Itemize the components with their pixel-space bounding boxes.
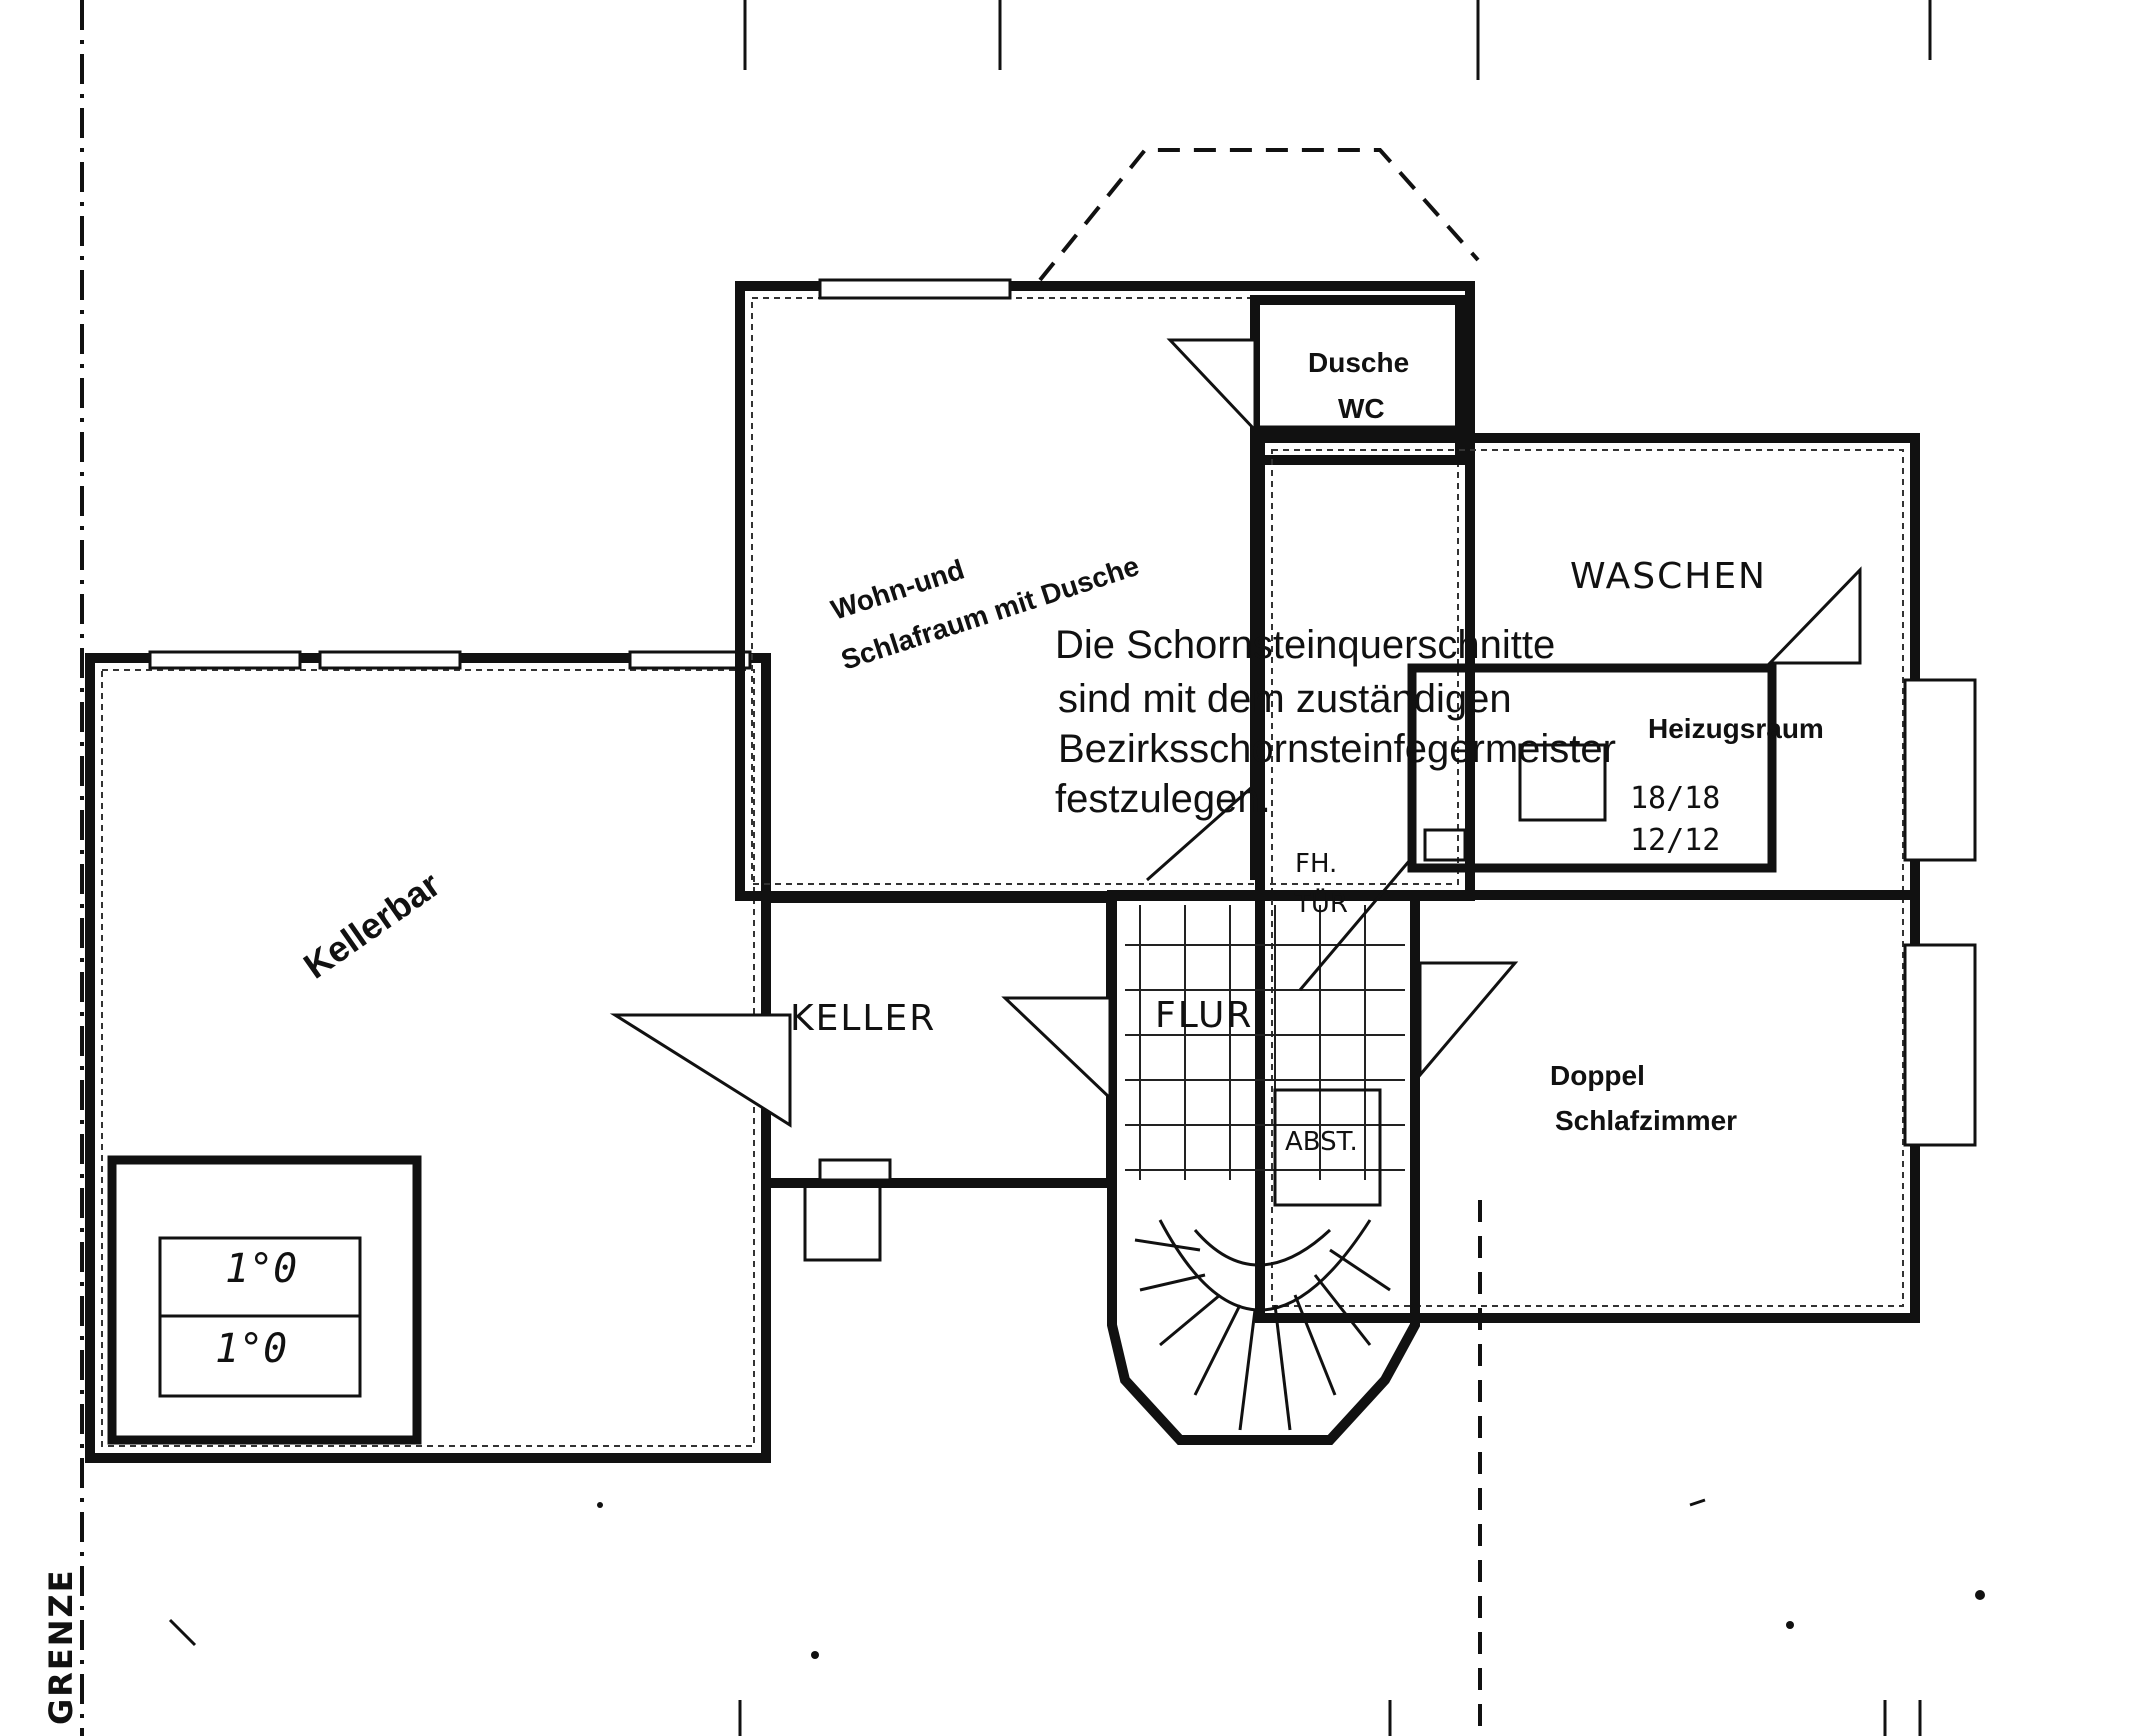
chimney-note: Die Schornsteinquerschnitte sind mit dem… — [1055, 623, 1616, 821]
spiral-stair — [1134, 1219, 1391, 1431]
label-tuer: TÜR — [1294, 887, 1348, 919]
label-heizung: Heizugsraum — [1648, 713, 1824, 744]
label-wc: WC — [1338, 393, 1385, 424]
label-grenze: GRENZE — [42, 1568, 80, 1725]
chimney-note-line1: Die Schornsteinquerschnitte — [1055, 623, 1555, 667]
flur-tiles — [1125, 905, 1405, 1180]
scan-specks — [168, 1498, 1985, 1659]
label-fh: FH. — [1295, 849, 1337, 879]
label-waschen: WASCHEN — [1570, 556, 1767, 597]
chimney-note-line4: festzulegen. — [1055, 777, 1271, 821]
chimney-size-2: 12/12 — [1630, 823, 1720, 858]
chimney-note-line2: sind mit dem zuständigen — [1058, 677, 1512, 721]
label-keller: KELLER — [790, 998, 936, 1039]
door-swings — [609, 338, 1862, 1128]
label-kellerbar: Kellerbar — [296, 863, 447, 986]
label-abst: ABST. — [1285, 1127, 1358, 1157]
chimney-note-line3: Bezirksschornsteinfegermeister — [1058, 727, 1616, 771]
label-schlafzimmer: Schlafzimmer — [1555, 1105, 1737, 1136]
box-value-2: 1°0 — [215, 1326, 287, 1372]
box-value-1: 1°0 — [225, 1246, 297, 1292]
label-dusche: Dusche — [1308, 347, 1409, 378]
keller-walls — [761, 893, 1116, 1262]
label-flur: FLUR — [1155, 995, 1253, 1036]
kellerbar-walls — [85, 650, 771, 1463]
chimney-size-1: 18/18 — [1630, 781, 1720, 816]
label-doppel: Doppel — [1550, 1060, 1645, 1091]
staircase — [1107, 890, 1420, 1445]
bay-window-outline — [1038, 148, 1480, 282]
property-boundaries — [80, 0, 1932, 1736]
